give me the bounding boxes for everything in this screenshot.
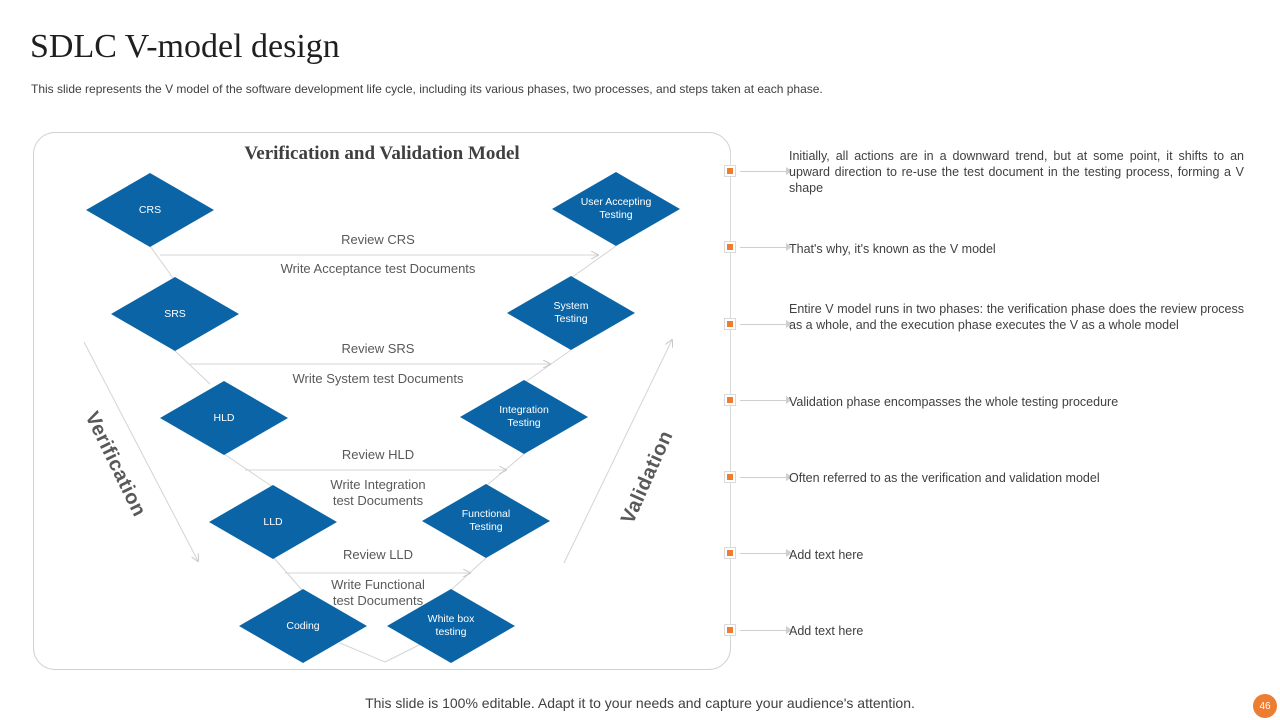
diamond-shape <box>552 172 680 246</box>
diamond-shape <box>387 589 515 663</box>
node-coding: Coding <box>239 589 367 663</box>
node-srs: SRS <box>111 277 239 351</box>
bullet-square-icon <box>724 165 736 177</box>
node-label: HLD <box>213 411 235 424</box>
node-label: System Testing <box>553 300 589 325</box>
bullet-marker-5 <box>724 471 792 485</box>
diamond-shape <box>460 380 588 454</box>
bullet-marker-2 <box>724 241 792 255</box>
document-system-label: Write System test Documents <box>292 371 464 386</box>
node-label: LLD <box>263 515 283 528</box>
bullet-text-1: Initially, all actions are in a downward… <box>789 149 1244 195</box>
bullet-text-6: Add text here <box>789 548 864 562</box>
diamond-shape <box>507 276 635 350</box>
bullet-marker-1 <box>724 165 792 179</box>
node-label: Integration Testing <box>499 404 549 429</box>
node-label: White box testing <box>427 613 475 638</box>
bullet-marker-6 <box>724 547 792 561</box>
arrow-right-icon <box>786 549 792 557</box>
slide-title: SDLC V-model design <box>30 28 340 65</box>
node-label: User Accepting Testing <box>580 196 652 221</box>
bullet-marker-3 <box>724 318 792 332</box>
bullet-square-icon <box>724 547 736 559</box>
bullet-text-2: That's why, it's known as the V model <box>789 242 996 256</box>
review-hld-label: Review HLD <box>341 447 415 462</box>
arrow-right-icon <box>786 167 792 175</box>
bullet-square-icon <box>724 318 736 330</box>
arrow-right-icon <box>786 626 792 634</box>
node-functional-testing: Functional Testing <box>422 484 550 558</box>
page-number-badge: 46 <box>1253 694 1277 718</box>
document-acceptance-label: Write Acceptance test Documents <box>280 261 476 276</box>
bullet-marker-4 <box>724 394 792 408</box>
arrow-right-icon <box>786 243 792 251</box>
bullet-text-3: Entire V model runs in two phases: the v… <box>789 302 1244 332</box>
node-lld: LLD <box>209 485 337 559</box>
diamond-shape <box>160 381 288 455</box>
node-label: Coding <box>286 619 320 632</box>
bullet-square-icon <box>724 394 736 406</box>
arrow-right-icon <box>786 396 792 404</box>
bullet-square-icon <box>724 624 736 636</box>
arrow-right-icon <box>786 473 792 481</box>
diagram-title: Verification and Validation Model <box>244 143 520 164</box>
document-integration-label: Write Integration test Documents <box>330 477 426 508</box>
review-srs-label: Review SRS <box>341 341 415 356</box>
bullet-text-5: Often referred to as the verification an… <box>789 471 1100 485</box>
diamond-shape <box>111 277 239 351</box>
node-label: SRS <box>164 307 186 320</box>
arrow-right-icon <box>786 320 792 328</box>
node-white-box-testing: White box testing <box>387 589 515 663</box>
diamond-shape <box>209 485 337 559</box>
bullet-square-icon <box>724 241 736 253</box>
diamond-shape <box>239 589 367 663</box>
node-system-testing: System Testing <box>507 276 635 350</box>
diamond-shape <box>86 173 214 247</box>
slide-subtitle: This slide represents the V model of the… <box>31 82 823 96</box>
diamond-shape <box>422 484 550 558</box>
bullet-text-7: Add text here <box>789 624 864 638</box>
node-label: Functional Testing <box>461 508 511 533</box>
review-crs-label: Review CRS <box>341 232 415 247</box>
bullet-square-icon <box>724 471 736 483</box>
node-user-accepting-testing: User Accepting Testing <box>552 172 680 246</box>
node-label: CRS <box>138 203 162 216</box>
node-crs: CRS <box>86 173 214 247</box>
footer-note: This slide is 100% editable. Adapt it to… <box>365 695 915 711</box>
bullet-marker-7 <box>724 624 792 638</box>
node-hld: HLD <box>160 381 288 455</box>
node-integration-testing: Integration Testing <box>460 380 588 454</box>
review-lld-label: Review LLD <box>342 547 414 562</box>
bullet-text-4: Validation phase encompasses the whole t… <box>789 395 1119 409</box>
document-functional-label: Write Functional test Documents <box>331 577 425 608</box>
